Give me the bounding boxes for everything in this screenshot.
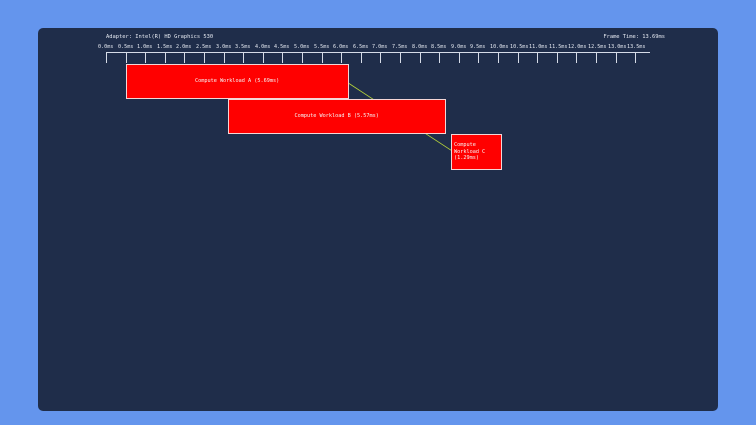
ruler-tick-label: 10.5ms bbox=[510, 44, 529, 50]
ruler-tick bbox=[518, 52, 519, 63]
ruler-tick-label: 5.5ms bbox=[314, 44, 330, 50]
ruler-tick bbox=[635, 52, 636, 63]
ruler-tick-label: 11.5ms bbox=[549, 44, 568, 50]
ruler-tick bbox=[184, 52, 185, 63]
ruler-tick-label: 13.0ms bbox=[608, 44, 627, 50]
ruler-tick-label: 11.0ms bbox=[529, 44, 548, 50]
ruler-tick-label: 8.0ms bbox=[412, 44, 428, 50]
ruler-tick-label: 1.0ms bbox=[137, 44, 153, 50]
ruler-tick bbox=[204, 52, 205, 63]
workload-bar-c[interactable]: Compute Workload C (1.29ms) bbox=[450, 134, 502, 170]
ruler-tick bbox=[459, 52, 460, 63]
ruler-tick bbox=[165, 52, 166, 63]
frame-time-label: Frame Time: 13.69ms bbox=[603, 34, 665, 40]
ruler-tick-label: 8.5ms bbox=[431, 44, 447, 50]
ruler-tick bbox=[420, 52, 421, 63]
ruler-tick bbox=[106, 52, 107, 63]
ruler-baseline bbox=[106, 52, 650, 53]
ruler-tick-label: 2.5ms bbox=[196, 44, 212, 50]
ruler-tick-label: 9.5ms bbox=[470, 44, 486, 50]
ruler-tick bbox=[576, 52, 577, 63]
ruler-tick bbox=[616, 52, 617, 63]
ruler-tick-label: 12.5ms bbox=[588, 44, 607, 50]
ruler-tick-label: 7.5ms bbox=[392, 44, 408, 50]
workload-bar-b[interactable]: Compute Workload B (5.57ms) bbox=[227, 99, 446, 134]
ruler-tick bbox=[537, 52, 538, 63]
ruler-tick bbox=[557, 52, 558, 63]
ruler-tick-label: 13.5ms bbox=[627, 44, 646, 50]
ruler-tick bbox=[126, 52, 127, 63]
ruler-tick-label: 9.0ms bbox=[451, 44, 467, 50]
ruler-tick bbox=[400, 52, 401, 63]
ruler-tick-label: 6.0ms bbox=[333, 44, 349, 50]
ruler-tick-label: 4.5ms bbox=[274, 44, 290, 50]
ruler-tick-label: 3.5ms bbox=[235, 44, 251, 50]
ruler-tick bbox=[380, 52, 381, 63]
ruler-tick bbox=[361, 52, 362, 63]
ruler-tick bbox=[341, 52, 342, 63]
ruler-tick bbox=[243, 52, 244, 63]
workload-bar-a[interactable]: Compute Workload A (5.69ms) bbox=[125, 64, 349, 99]
ruler-tick-label: 2.0ms bbox=[176, 44, 192, 50]
ruler-tick bbox=[224, 52, 225, 63]
ruler-tick bbox=[263, 52, 264, 63]
ruler-tick-label: 3.0ms bbox=[216, 44, 232, 50]
ruler-tick-label: 10.0ms bbox=[490, 44, 509, 50]
ruler-tick-label: 1.5ms bbox=[157, 44, 173, 50]
ruler-tick-label: 0.5ms bbox=[118, 44, 134, 50]
ruler-tick bbox=[302, 52, 303, 63]
profiler-panel: Adapter: Intel(R) HD Graphics 530 Frame … bbox=[38, 28, 718, 411]
ruler-tick bbox=[282, 52, 283, 63]
ruler-tick bbox=[596, 52, 597, 63]
ruler-tick bbox=[498, 52, 499, 63]
ruler-tick-label: 4.0ms bbox=[255, 44, 271, 50]
ruler-tick-label: 0.0ms bbox=[98, 44, 114, 50]
ruler-tick-label: 7.0ms bbox=[372, 44, 388, 50]
ruler-tick-label: 12.0ms bbox=[568, 44, 587, 50]
ruler-tick bbox=[439, 52, 440, 63]
ruler-tick-label: 6.5ms bbox=[353, 44, 369, 50]
ruler-tick bbox=[322, 52, 323, 63]
adapter-label: Adapter: Intel(R) HD Graphics 530 bbox=[106, 34, 214, 40]
ruler-tick bbox=[478, 52, 479, 63]
ruler-tick bbox=[145, 52, 146, 63]
ruler-tick-label: 5.0ms bbox=[294, 44, 310, 50]
